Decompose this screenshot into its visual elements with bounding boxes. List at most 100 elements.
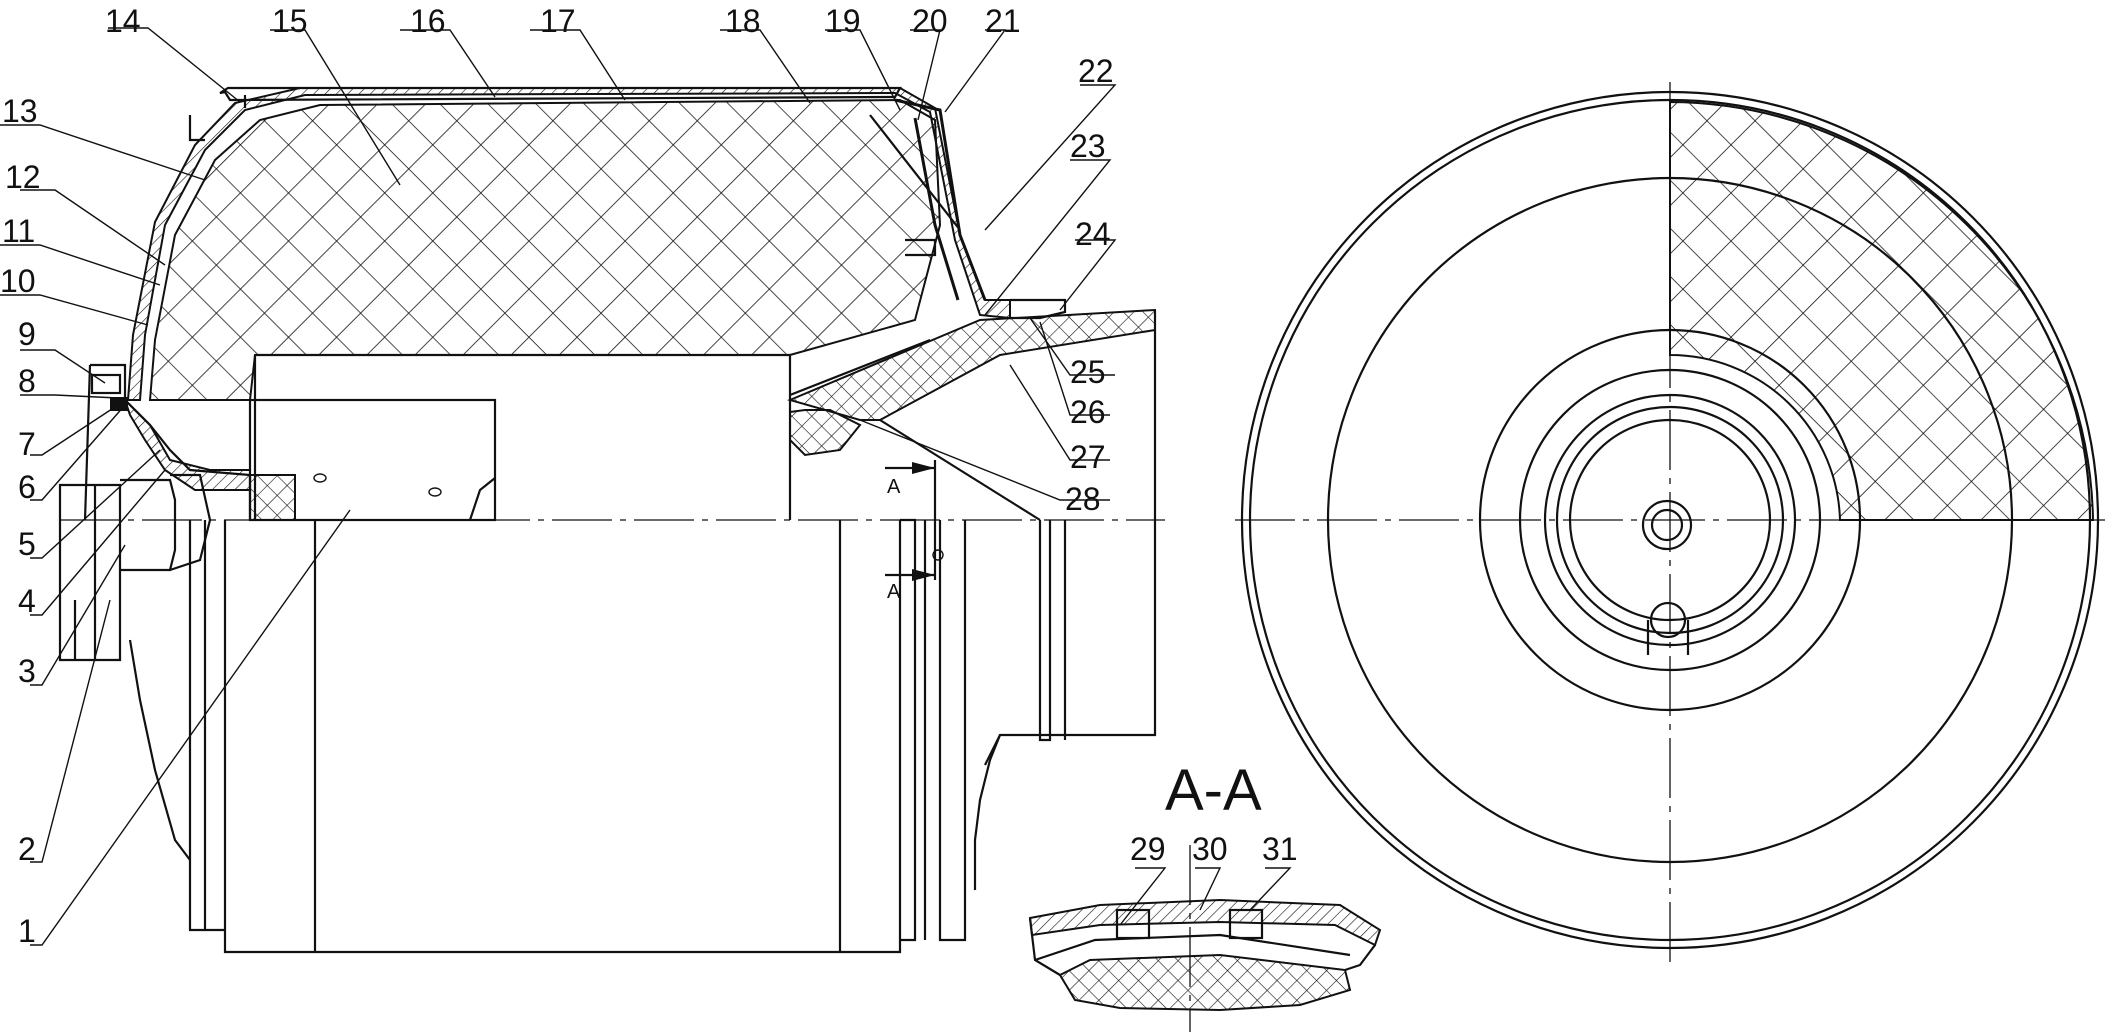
- part-label: 30: [1192, 831, 1228, 867]
- part-label: 1: [18, 913, 36, 949]
- part-label: 7: [18, 426, 36, 462]
- spoke-stub: [905, 238, 937, 257]
- part-label: 24: [1075, 216, 1111, 252]
- leader-11: [0, 244, 161, 286]
- part-label: 22: [1078, 53, 1114, 89]
- part-label: 20: [912, 3, 948, 39]
- leader-26: [1039, 321, 1110, 416]
- part-label: 6: [18, 469, 36, 505]
- nose-cone: [468, 477, 496, 521]
- leader-29: [1119, 867, 1167, 926]
- leader-25: [1029, 317, 1115, 376]
- leader-8: [20, 394, 119, 399]
- leader-4: [30, 469, 166, 616]
- leader-17: [530, 29, 626, 101]
- inner-bushing: [249, 474, 296, 521]
- inner-block: [248, 398, 497, 522]
- end-view: [1235, 82, 2105, 965]
- part-label: 29: [1130, 831, 1166, 867]
- part-label: 11: [2, 213, 35, 249]
- leader-15: [270, 29, 401, 186]
- part-label: 10: [0, 263, 36, 299]
- lower-body: [188, 520, 902, 954]
- part-label: 5: [18, 526, 36, 562]
- end-view-hatched-quadrant: [1669, 100, 2095, 521]
- left-end-wall: [188, 95, 247, 142]
- section-title: A-A: [1165, 758, 1262, 823]
- leader-24: [1059, 239, 1117, 311]
- section-aa-view: A-A: [1028, 758, 1382, 1032]
- leader-2: [30, 599, 111, 863]
- leader-7: [30, 404, 119, 456]
- leader-30: [1195, 867, 1222, 911]
- leader-31: [1249, 867, 1292, 911]
- internal-spoke: [789, 114, 961, 397]
- leader-13: [0, 124, 206, 181]
- lower-flange-left: [128, 639, 191, 861]
- part-label: 14: [105, 3, 141, 39]
- hub-bore-inner: [1650, 508, 1684, 542]
- top-flange: [219, 86, 902, 102]
- right-dome-plate: [894, 98, 987, 301]
- leader-5: [30, 449, 161, 559]
- cone-body: [786, 308, 1156, 421]
- part-label: 13: [2, 93, 38, 129]
- part-label: 28: [1065, 481, 1101, 517]
- leader-9: [20, 349, 106, 384]
- part-label: 21: [985, 3, 1021, 39]
- longitudinal-section-view: A A: [58, 86, 1165, 954]
- leader-1: [30, 509, 351, 946]
- leader-12: [20, 189, 166, 266]
- part-label: 26: [1070, 394, 1106, 430]
- part-label: 3: [18, 653, 36, 689]
- leader-21: [944, 29, 1007, 113]
- inner-sleeve: [253, 353, 792, 520]
- part-number-labels: 14 15 16 17 18 19 20 21 22 23 24 25 26 2…: [0, 3, 1298, 949]
- pin-circle: [1649, 601, 1687, 639]
- leader-23: [984, 159, 1112, 316]
- part-label: 2: [18, 831, 36, 867]
- section-aa-filler: [1058, 953, 1352, 1012]
- seal-ring: [789, 409, 862, 457]
- leader-22: [984, 84, 1117, 231]
- part-label: 17: [540, 3, 576, 39]
- bearing-housing: [124, 399, 251, 491]
- leader-10: [0, 294, 149, 326]
- clip-29: [1115, 908, 1151, 940]
- leader-18: [720, 29, 811, 104]
- nut-9: [90, 373, 122, 395]
- part-label: 18: [725, 3, 761, 39]
- leader-3: [30, 544, 126, 686]
- section-aa-outer-band: [1028, 898, 1382, 947]
- arrow-head-top: [912, 462, 935, 474]
- pin-slot: [1646, 620, 1690, 655]
- part-label: 31: [1262, 831, 1298, 867]
- hole-1: [313, 473, 327, 483]
- leader-6: [30, 404, 126, 501]
- leader-28: [859, 419, 1110, 501]
- leader-16: [400, 29, 496, 98]
- lower-flange-right: [900, 518, 1067, 942]
- section-marker-top: A: [887, 476, 901, 498]
- shaft-end: [58, 483, 122, 662]
- leader-27: [1009, 364, 1110, 461]
- hole-2: [428, 487, 442, 497]
- part-label: 27: [1070, 439, 1106, 475]
- leader-20: [910, 29, 941, 121]
- part-label: 23: [1070, 128, 1106, 164]
- part-label: 8: [18, 363, 36, 399]
- section-aa-outline: [1028, 917, 1376, 976]
- arrow-head-bottom: [912, 569, 935, 581]
- leader-lines: [0, 27, 1292, 946]
- part-label: 19: [825, 3, 861, 39]
- part-label: 16: [410, 3, 446, 39]
- part-label: 4: [18, 583, 36, 619]
- leader-19: [825, 29, 901, 111]
- part-label: 15: [272, 3, 308, 39]
- pin-hole: [932, 549, 944, 561]
- clip-31: [1228, 908, 1264, 940]
- part-label: 9: [18, 316, 36, 352]
- part-label: 12: [5, 159, 41, 195]
- part-label: 25: [1070, 354, 1106, 390]
